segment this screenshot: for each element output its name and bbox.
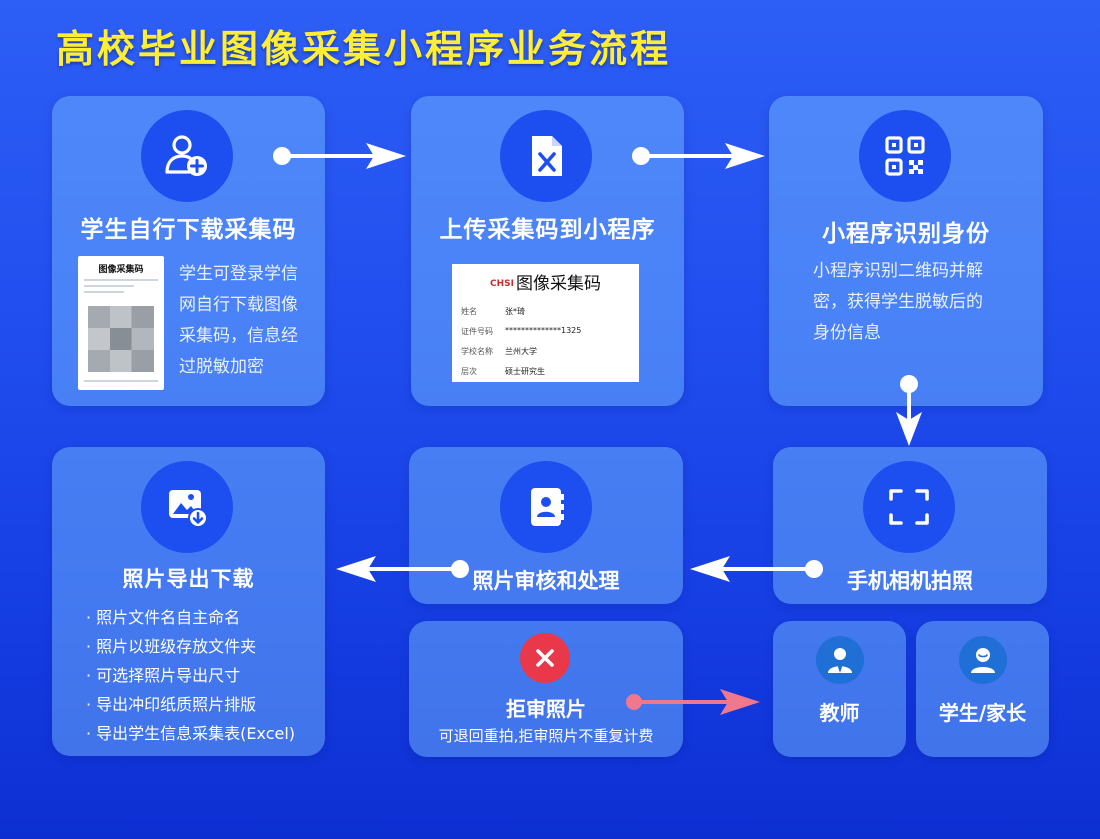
doc-row-level: 层次硕士研究生 [461,367,545,376]
role-student-label: 学生/家长 [938,701,1027,725]
list-item: · 可选择照片导出尺寸 [86,666,241,685]
list-item: · 照片以班级存放文件夹 [86,637,257,656]
user-add-icon [141,110,233,202]
list-item: · 导出学生信息采集表(Excel) [86,724,296,743]
arrow-reject-to-roles [626,689,760,715]
step-camera-card: 手机相机拍照 [773,447,1047,604]
step-download-desc: 学生可登录学信 网自行下载图像 采集码，信息经 过脱敏加密 [179,264,298,377]
doc-row-name: 姓名张*琦 [461,307,525,316]
list-item: · 导出冲印纸质照片排版 [86,695,257,714]
step-export-card: 照片导出下载 · 照片文件名自主命名 · 照片以班级存放文件夹 · 可选择照片导… [52,447,325,756]
qr-code-icon [859,110,951,202]
list-item: · 照片文件名自主命名 [86,608,241,627]
scan-frame-icon [863,461,955,553]
step-export-title: 照片导出下载 [122,567,255,591]
step-identify-title: 小程序识别身份 [822,221,990,247]
role-teacher-card: 教师 [773,621,906,757]
close-icon [520,633,570,683]
excel-file-icon [500,110,592,202]
teacher-avatar-icon [816,636,864,684]
chsi-logo: CHSI [490,279,514,289]
page-title: 高校毕业图像采集小程序业务流程 [56,27,672,71]
arrow-download-to-upload [273,143,406,169]
step-identify-desc: 小程序识别二维码并解 密，获得学生脱敏后的 身份信息 [813,261,983,343]
role-student-card: 学生/家长 [916,621,1049,757]
step-reject-card: 拒审照片 可退回重拍,拒审照片不重复计费 [409,621,683,757]
step-review-card: 照片审核和处理 [409,447,683,604]
step-camera-title: 手机相机拍照 [847,569,973,593]
arrow-upload-to-identify [632,143,765,169]
step-reject-title: 拒审照片 [506,697,586,721]
arrow-review-to-export [336,556,469,582]
document-header: 图像采集码 [515,274,601,294]
student-avatar-icon [959,636,1007,684]
doc-row-id: 证件号码**************1325 [461,326,582,336]
collection-code-thumbnail: 图像采集码 [78,256,164,390]
arrow-identify-to-camera [896,375,922,446]
image-download-icon [141,461,233,553]
thumbnail-header: 图像采集码 [98,265,144,275]
step-upload-title: 上传采集码到小程序 [439,217,656,243]
role-teacher-label: 教师 [819,701,860,725]
export-feature-list: · 照片文件名自主命名 · 照片以班级存放文件夹 · 可选择照片导出尺寸 · 导… [86,603,295,748]
step-reject-note: 可退回重拍,拒审照片不重复计费 [438,727,654,745]
step-identify-card: 小程序识别身份 小程序识别二维码并解 密，获得学生脱敏后的 身份信息 [769,96,1043,406]
contact-book-icon [500,461,592,553]
step-download-title: 学生自行下载采集码 [80,217,297,243]
doc-row-school: 学校名称兰州大学 [461,347,537,356]
step-review-title: 照片审核和处理 [472,569,620,593]
arrow-camera-to-review [690,556,823,582]
